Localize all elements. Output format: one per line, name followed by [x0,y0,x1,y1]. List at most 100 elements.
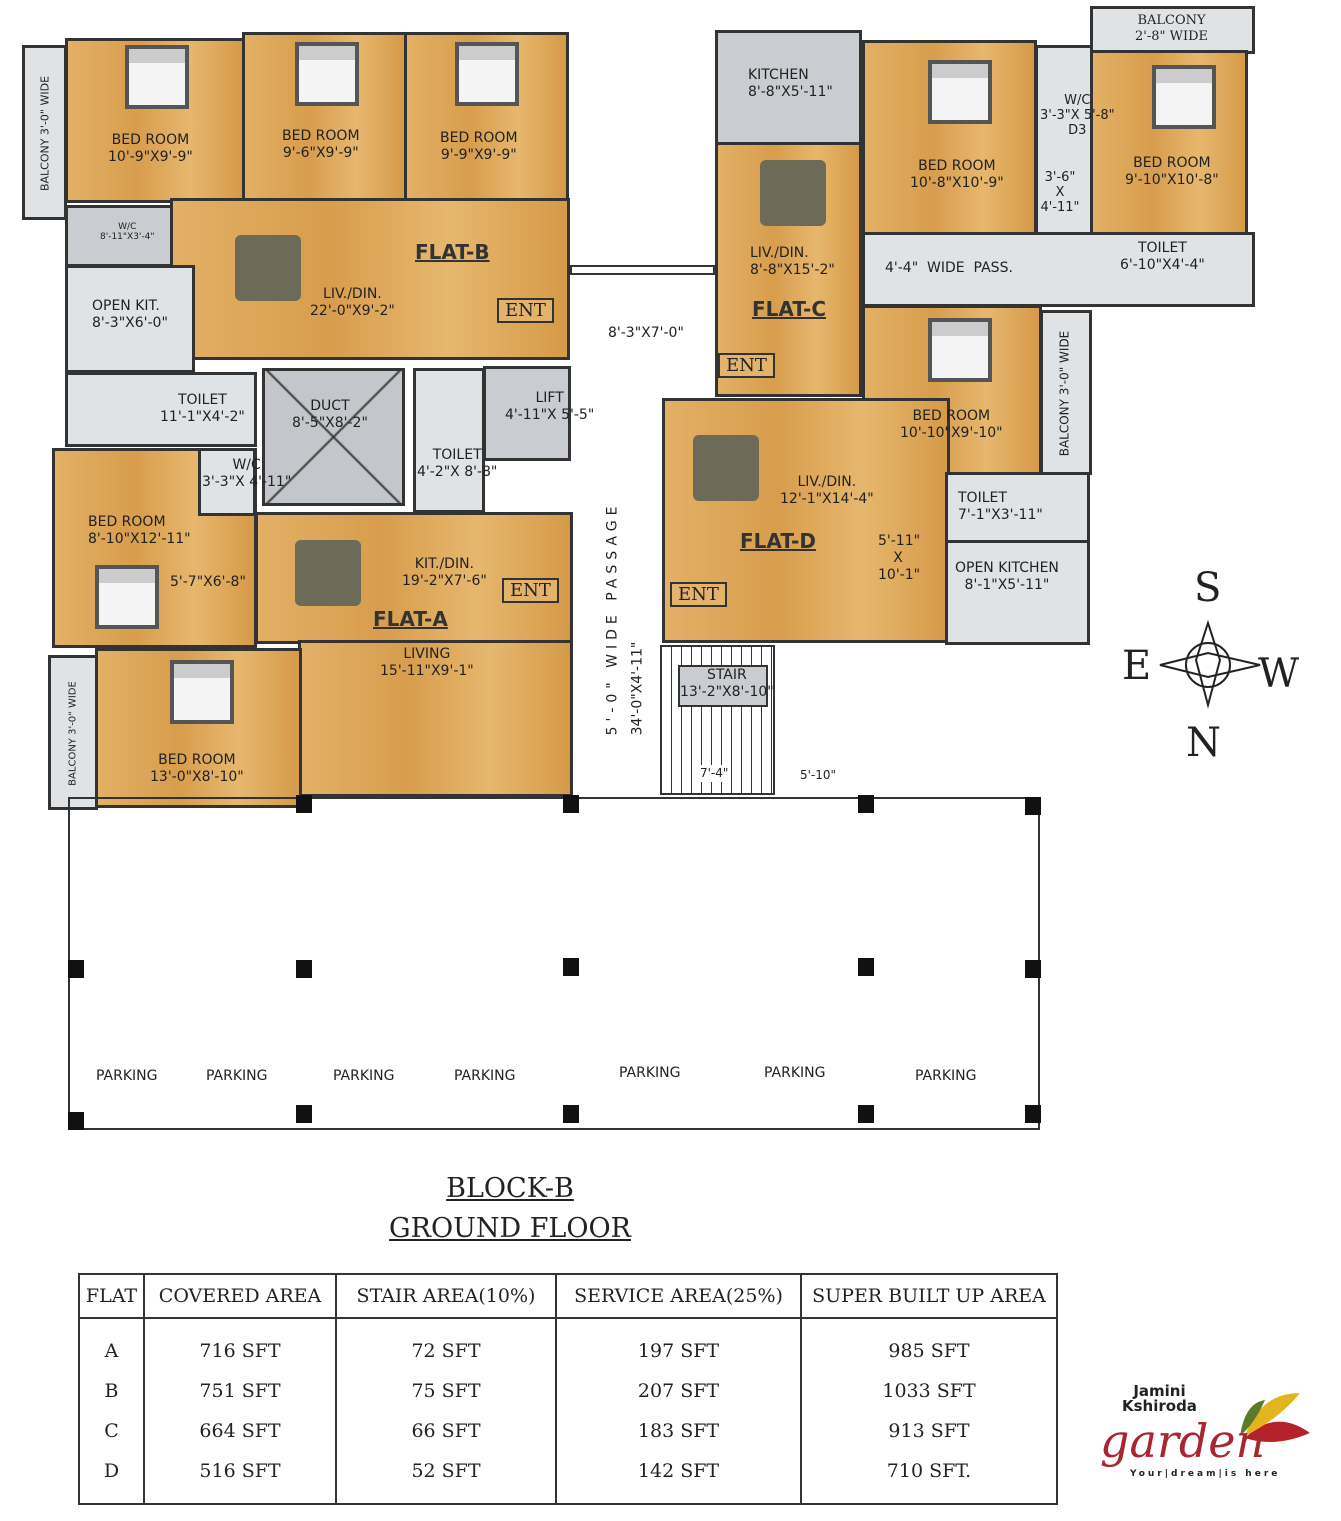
leaf-logo-icon [1240,1393,1310,1442]
wc [198,448,256,516]
entrance-flat-c: ENT [718,353,775,378]
niche-dim: 5'-7"X6'-8" [170,574,246,590]
structural-column [68,960,84,978]
stair-width: 7'-4" [700,765,729,782]
bed-icon [95,565,159,629]
structural-column [1025,797,1041,815]
table-cell: 183 SFT [637,1420,720,1442]
lift [483,366,571,461]
structural-column [563,958,579,976]
structural-column [858,958,874,976]
flat-a-label: FLAT-A [373,607,448,631]
logo-brand: garden [1100,1414,1266,1468]
table-cell: 710 SFT. [886,1460,972,1482]
flat-d-label: FLAT-D [740,529,816,553]
structural-column [858,1105,874,1123]
structural-column [1025,960,1041,978]
balcony-label: BALCONY 3'-0" WIDE [38,75,52,192]
area-table: FLAT COVERED AREA STAIR AREA(10%) SERVIC… [78,1273,1058,1505]
parking-label: PARKING [454,1068,516,1084]
structural-column [296,960,312,978]
balcony-label: BALCONY 3'-0" WIDE [67,681,79,786]
table-cell: 207 SFT [637,1380,720,1402]
bed-icon [170,660,234,724]
balcony-flat-a [48,655,98,810]
block-title: BLOCK-B [446,1173,574,1204]
table-cell: B [104,1380,119,1402]
table-cell: 516 SFT [199,1460,281,1482]
parking-label: PARKING [96,1068,158,1084]
room-label: LIV./DIN.22'-0"X9'-2" [310,286,395,319]
balcony-flat-d [1040,310,1092,475]
table-cell: 913 SFT [888,1420,970,1442]
table-cell: 751 SFT [199,1380,281,1402]
header-cell: STAIR AREA(10%) [335,1273,557,1319]
structural-column [68,1112,84,1130]
living-dining [715,142,862,397]
table-cell: 664 SFT [199,1420,281,1442]
room-label: OPEN KIT.8'-3"X6'-0" [92,298,168,331]
passage-label: 4'-4" WIDE PASS. [885,260,1013,276]
toilet [413,368,485,513]
parking-label: PARKING [333,1068,395,1084]
bed-icon [928,318,992,382]
table-cell: 1033 SFT [882,1380,976,1402]
logo-tagline: Your|dream|is here [1130,1469,1281,1479]
table-cell: 197 SFT [637,1340,720,1362]
table-cell: 66 SFT [411,1420,481,1442]
flat-c-label: FLAT-C [752,297,827,321]
open-kitchen [945,540,1090,645]
room-label: KIT./DIN.19'-2"X7'-6" [402,556,487,589]
dining-table-icon [295,540,361,606]
compass-east: E [1122,643,1152,689]
open-kitchen [65,265,195,373]
balcony-label: BALCONY 3'-0" WIDE [1057,330,1072,457]
table-cell: 72 SFT [411,1340,481,1362]
structural-column [858,795,874,813]
niche-dim: 3'-6" X 4'-11" [1040,170,1080,215]
corridor-wall [570,265,715,275]
structural-column [1025,1105,1041,1123]
passage-dim: 34'-0"X4'-11" [629,641,646,736]
parking-label: PARKING [206,1068,268,1084]
parking-label: PARKING [619,1065,681,1081]
stair-landing [678,665,768,707]
header-cell: SUPER BUILT UP AREA [800,1273,1058,1319]
living-dining [170,198,570,360]
bedroom [404,32,569,202]
table-cell: A [104,1340,119,1362]
structural-column [296,795,312,813]
bed-icon [295,42,359,106]
parking-label: PARKING [764,1065,826,1081]
table-cell: C [104,1420,119,1442]
room-label: LIV./DIN.8'-8"X15'-2" [750,245,835,278]
table-cell: D [103,1460,120,1482]
entrance-flat-a: ENT [502,578,559,603]
passage [862,232,1255,307]
